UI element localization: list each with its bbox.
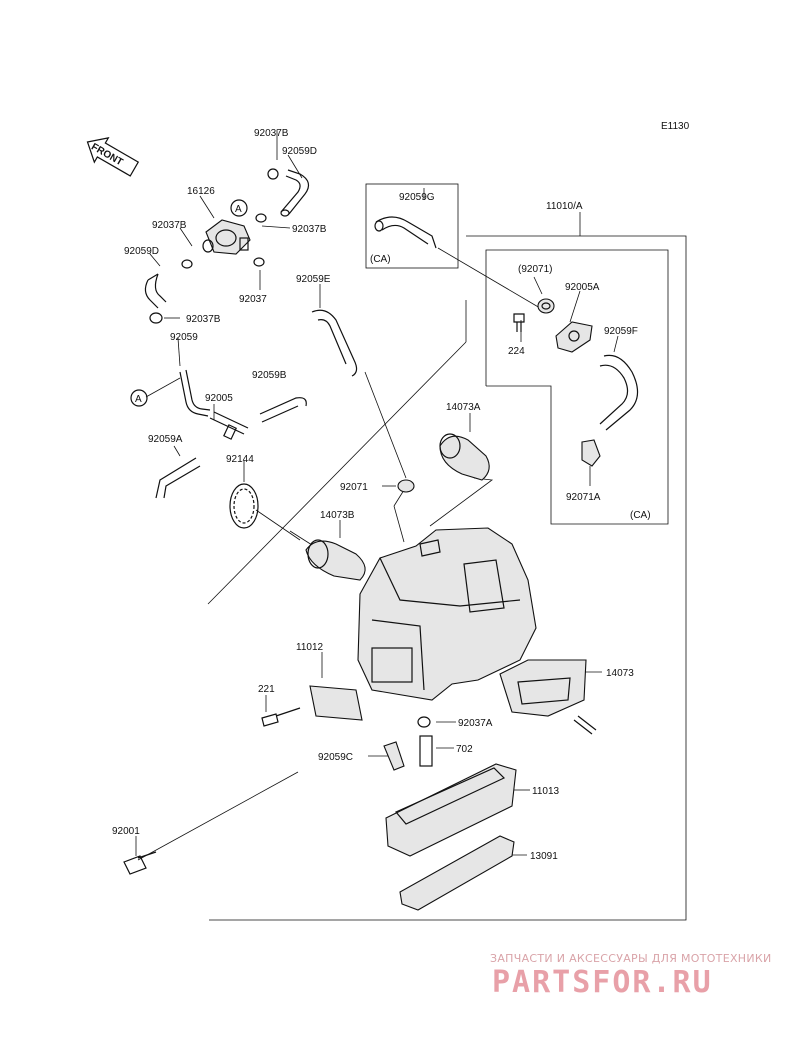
watermark: ЗАПЧАСТИ И АКСЕССУАРЫ ДЛЯ МОТОТЕХНИКИ PA…: [490, 952, 772, 1000]
label-92005A: 92005A: [565, 282, 600, 293]
label-14073: 14073: [606, 668, 634, 679]
label-ca-inner: (CA): [630, 510, 651, 521]
label-92071-paren: (92071): [518, 264, 552, 275]
label-92059E: 92059E: [296, 274, 331, 285]
callout-a-top: A: [230, 199, 248, 217]
label-92037A: 92037A: [458, 718, 493, 729]
label-92059C: 92059C: [318, 752, 353, 763]
label-92144: 92144: [226, 454, 254, 465]
label-11012: 11012: [296, 642, 324, 653]
diagram-code: E1130: [661, 121, 690, 132]
svg-text:A: A: [235, 204, 242, 215]
label-14073A: 14073A: [446, 402, 481, 413]
label-92037B-left: 92037B: [152, 220, 187, 231]
label-92037: 92037: [239, 294, 267, 305]
callout-a-left: A: [130, 389, 148, 407]
svg-text:A: A: [135, 394, 142, 405]
label-92071A: 92071A: [566, 492, 601, 503]
label-221: 221: [258, 684, 275, 695]
label-92059G: 92059G: [399, 192, 435, 203]
label-11010A: 11010/A: [546, 201, 583, 212]
air-box-assembly: [123, 527, 597, 911]
ca-evap-parts: [374, 216, 639, 493]
label-92059D-top: 92059D: [282, 146, 317, 157]
label-92037B-right: 92037B: [292, 224, 327, 235]
label-92059B: 92059B: [252, 370, 287, 381]
label-92037B-mid: 92037B: [186, 314, 221, 325]
label-92059: 92059: [170, 332, 198, 343]
label-92059F: 92059F: [604, 326, 638, 337]
vacuum-hoses: [144, 168, 358, 529]
label-11013: 11013: [532, 786, 560, 797]
watermark-tagline: ЗАПЧАСТИ И АКСЕССУАРЫ ДЛЯ МОТОТЕХНИКИ: [490, 952, 772, 965]
watermark-logo: PARTSFOR.RU: [492, 965, 713, 1000]
label-702: 702: [456, 744, 473, 755]
label-92059D-left: 92059D: [124, 246, 159, 257]
label-92001: 92001: [112, 826, 140, 837]
label-92059A: 92059A: [148, 434, 183, 445]
label-ca-box: (CA): [370, 254, 391, 265]
front-arrow-icon: FRONT: [86, 137, 140, 177]
label-224: 224: [508, 346, 525, 357]
part-labels: 92037B 92059D 16126 92037B 92037B 92059D…: [112, 128, 651, 862]
label-13091: 13091: [530, 851, 558, 862]
label-92005: 92005: [205, 393, 233, 404]
label-14073B: 14073B: [320, 510, 355, 521]
label-92037B-top: 92037B: [254, 128, 289, 139]
label-16126: 16126: [187, 186, 215, 197]
label-92071: 92071: [340, 482, 368, 493]
